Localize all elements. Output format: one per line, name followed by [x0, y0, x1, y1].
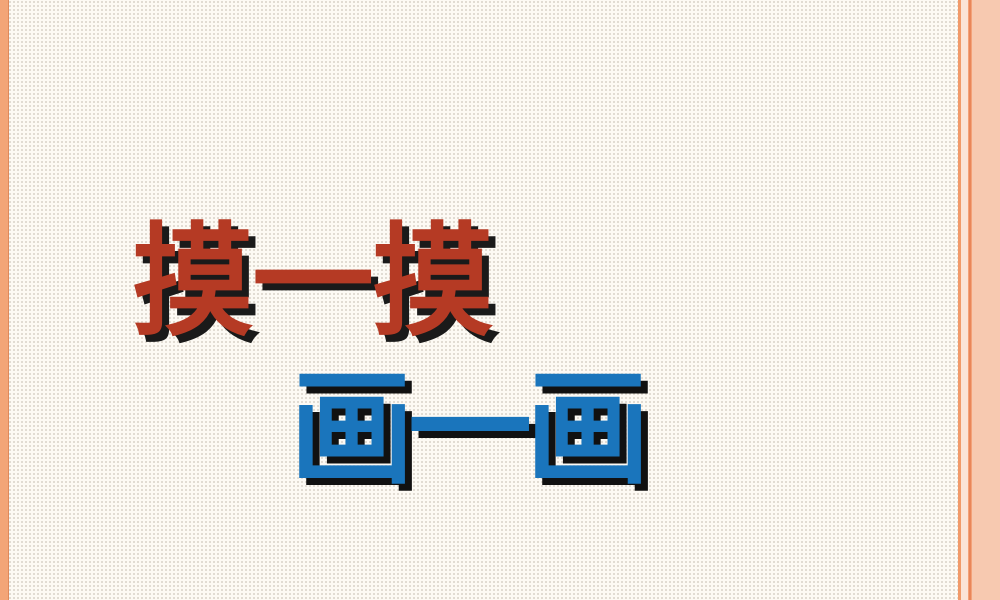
left-frame-border	[0, 0, 9, 600]
right-frame-border	[958, 0, 1000, 600]
title-draw: 画一画	[290, 357, 650, 502]
title-touch: 摸一摸	[132, 209, 494, 353]
